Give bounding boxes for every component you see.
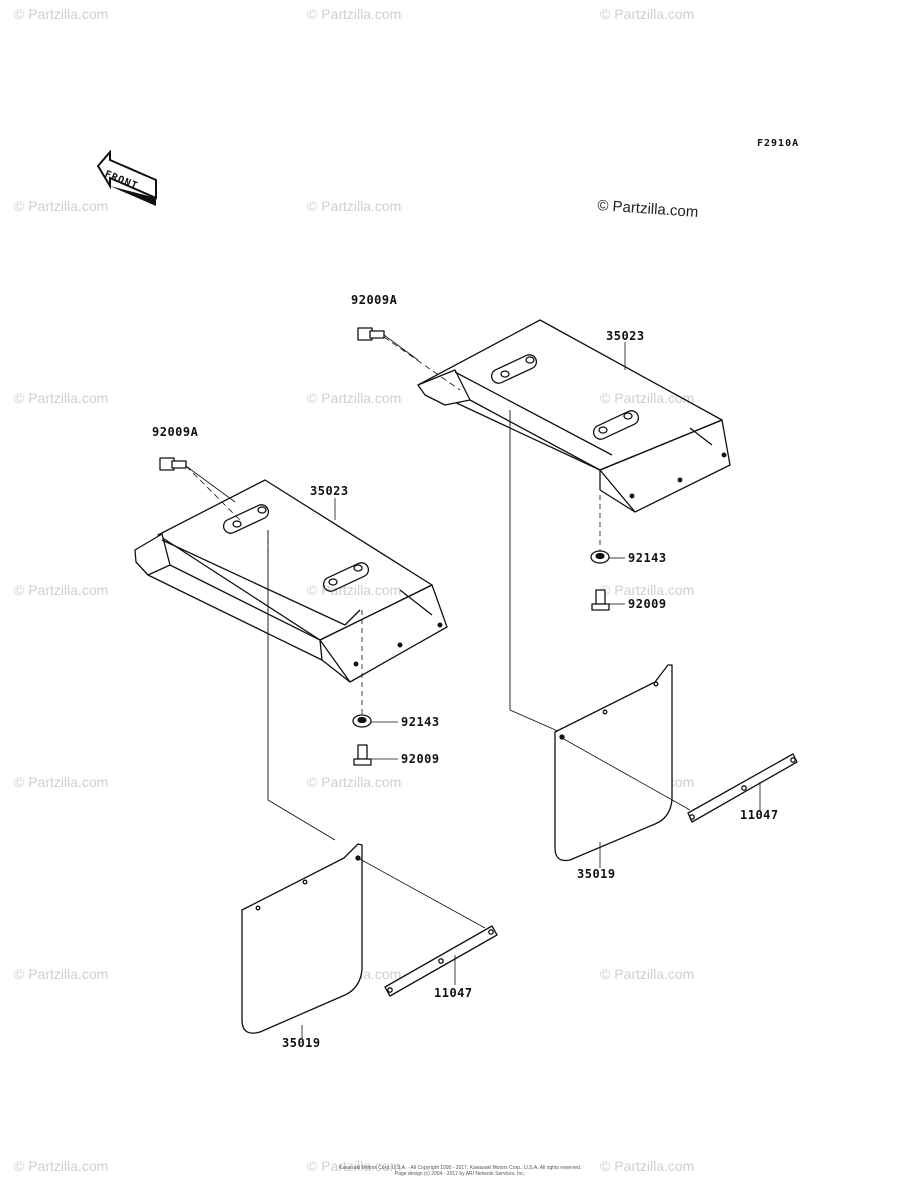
watermark: © Partzilla.com	[14, 198, 109, 214]
watermark: © Partzilla.com	[600, 390, 695, 406]
callout-bracket-right: 11047	[740, 808, 779, 822]
callout-bolt-top-right: 92009A	[351, 293, 398, 307]
watermark: © Partzilla.com	[14, 390, 109, 406]
footer-line-1: Kawasaki Motors Corp. U.S.A. - All Copyr…	[338, 1165, 582, 1171]
bracket-left	[384, 925, 498, 997]
watermark: © Partzilla.com	[307, 198, 402, 214]
watermark: © Partzilla.com	[307, 1158, 402, 1174]
screw-icon	[353, 744, 372, 766]
footer-line-2: Page design (c) 2004 - 2017 by ARI Netwo…	[394, 1171, 526, 1177]
mud-guard-panel-right	[417, 319, 731, 513]
watermark: © Partzilla.com	[600, 582, 695, 598]
callout-panel-right: 35023	[606, 329, 645, 343]
mud-flap-right	[554, 664, 673, 862]
screw-icon	[591, 589, 610, 611]
callout-washer-right: 92143	[628, 551, 667, 565]
callout-washer-left: 92143	[401, 715, 440, 729]
callout-bolt-top-left: 92009A	[152, 425, 199, 439]
footer-copyright: Kawasaki Motors Corp. U.S.A. - All Copyr…	[330, 1165, 590, 1177]
callout-screw-left: 92009	[401, 752, 440, 766]
callout-flap-right: 35019	[577, 867, 616, 881]
bracket-right	[687, 753, 798, 823]
watermark: © Partzilla.com	[307, 6, 402, 22]
washer-icon	[590, 550, 610, 564]
watermark: © Partzilla.com	[14, 1158, 109, 1174]
watermark: © Partzilla.com	[307, 390, 402, 406]
callout-screw-right: 92009	[628, 597, 667, 611]
callout-panel-left: 35023	[310, 484, 349, 498]
callout-flap-left: 35019	[282, 1036, 321, 1050]
diagram-code: F2910A	[757, 138, 800, 149]
watermark: © Partzilla.com	[14, 966, 109, 982]
watermark: © Partzilla.com	[600, 966, 695, 982]
watermark: © Partzilla.com	[14, 6, 109, 22]
mud-flap-left	[241, 843, 363, 1034]
watermark: © Partzilla.com	[307, 774, 402, 790]
watermark: © Partzilla.com	[14, 774, 109, 790]
callout-bracket-left: 11047	[434, 986, 473, 1000]
watermark: © Partzilla.com	[14, 582, 109, 598]
mud-guard-panel-left	[134, 479, 448, 683]
bolt-icon	[159, 457, 187, 471]
washer-icon	[352, 714, 372, 728]
bolt-icon	[357, 327, 419, 361]
watermark: © Partzilla.com	[600, 6, 695, 22]
front-arrow-icon	[96, 150, 157, 206]
watermark: © Partzilla.com	[600, 1158, 695, 1174]
watermark: © Partzilla.com	[307, 582, 402, 598]
